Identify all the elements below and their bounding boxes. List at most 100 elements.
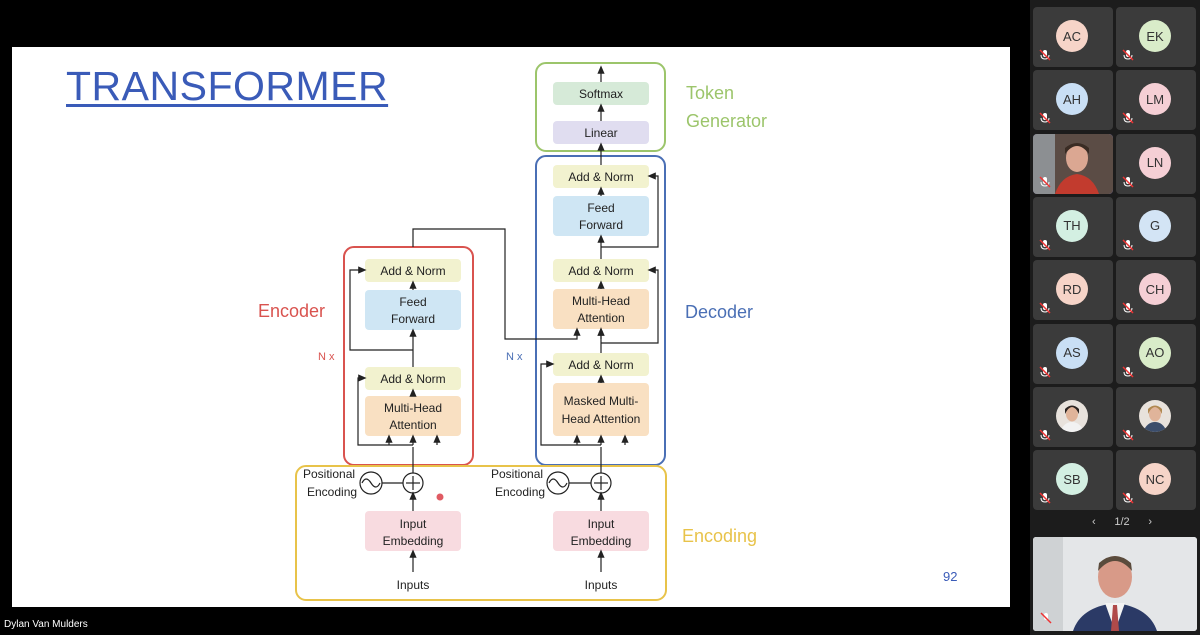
decoder-addnorm-mid <box>553 259 649 282</box>
avatar: AC <box>1056 20 1088 52</box>
participant-tile[interactable]: AO <box>1116 323 1196 384</box>
svg-text:Input: Input <box>400 517 427 531</box>
encoder-addnorm-low <box>365 367 461 390</box>
chevron-left-icon[interactable]: ‹ <box>1092 516 1096 528</box>
participant-tile[interactable]: TH <box>1033 196 1113 257</box>
participant-tile[interactable]: AH <box>1033 70 1113 131</box>
svg-text:Attention: Attention <box>389 418 436 432</box>
svg-text:Forward: Forward <box>391 312 435 326</box>
svg-text:Positional: Positional <box>491 467 543 481</box>
inputs-left: Inputs <box>397 578 430 592</box>
active-speaker-video[interactable] <box>1033 537 1197 631</box>
participant-tile[interactable]: EK <box>1116 7 1196 67</box>
avatar: EK <box>1139 20 1171 52</box>
chevron-right-icon[interactable]: › <box>1148 516 1152 528</box>
svg-text:Add & Norm: Add & Norm <box>568 358 633 372</box>
participant-tile[interactable]: NC <box>1116 450 1196 511</box>
participant-tile[interactable]: CH <box>1116 260 1196 321</box>
participant-tile[interactable] <box>1033 133 1113 194</box>
softmax-block <box>553 82 649 105</box>
encoding-box <box>295 465 667 601</box>
participant-tile[interactable]: G <box>1116 196 1196 257</box>
pager-label: 1/2 <box>1114 516 1130 528</box>
page-number: 92 <box>943 569 958 584</box>
svg-text:Input: Input <box>588 517 615 531</box>
input-embedding-left <box>365 511 461 551</box>
avatar: NC <box>1139 463 1171 496</box>
svg-text:Add & Norm: Add & Norm <box>380 372 445 386</box>
transformer-diagram: Softmax Linear Add & Norm Feed Forward A… <box>258 62 767 601</box>
svg-text:Feed: Feed <box>399 295 426 309</box>
encoder-label: Encoder <box>258 301 325 321</box>
token-generator-label-1: Token <box>686 83 734 103</box>
gallery-pager: ‹ 1/2 › <box>1092 514 1152 530</box>
mute-icon <box>1038 48 1052 62</box>
svg-text:Masked Multi-: Masked Multi- <box>564 394 639 408</box>
speaker-video-frame <box>1033 537 1197 631</box>
avatar: G <box>1139 209 1171 242</box>
participant-tile[interactable]: AC <box>1033 7 1113 67</box>
avatar: AH <box>1056 83 1088 116</box>
mute-icon <box>1121 238 1135 252</box>
participant-tile[interactable]: LN <box>1116 133 1196 194</box>
mute-icon <box>1038 365 1052 379</box>
input-embedding-right <box>553 511 649 551</box>
svg-text:Head Attention: Head Attention <box>562 412 641 426</box>
nx-left: N x <box>318 351 335 363</box>
encoder-feed-forward <box>365 290 461 330</box>
slide: TRANSFORMER Softmax Linear Add & Norm <box>12 47 1010 607</box>
mute-icon <box>1121 48 1135 62</box>
svg-text:Add & Norm: Add & Norm <box>380 264 445 278</box>
svg-text:Embedding: Embedding <box>571 534 632 548</box>
participant-tile[interactable] <box>1033 386 1113 447</box>
encoder-addnorm-top <box>365 259 461 282</box>
svg-text:Encoding: Encoding <box>307 485 357 499</box>
decoder-masked-attention <box>553 383 649 436</box>
participant-tile[interactable]: RD <box>1033 260 1113 321</box>
mute-icon <box>1038 175 1052 189</box>
mute-icon <box>1039 611 1053 625</box>
participant-tile[interactable] <box>1116 386 1196 447</box>
avatar: AO <box>1139 336 1171 369</box>
svg-text:Positional: Positional <box>303 467 355 481</box>
laser-pointer <box>436 493 444 501</box>
mute-icon <box>1121 428 1135 442</box>
mute-icon <box>1038 111 1052 125</box>
decoder-addnorm-top <box>553 165 649 188</box>
mute-icon <box>1121 111 1135 125</box>
token-generator-label-2: Generator <box>686 111 767 131</box>
avatar: AS <box>1056 336 1088 369</box>
participant-tile[interactable]: AS <box>1033 323 1113 384</box>
svg-text:Forward: Forward <box>579 218 623 232</box>
mute-icon <box>1121 301 1135 315</box>
svg-text:Attention: Attention <box>577 311 624 325</box>
avatar: RD <box>1056 273 1088 306</box>
svg-text:Multi-Head: Multi-Head <box>384 401 442 415</box>
svg-text:Embedding: Embedding <box>383 534 444 548</box>
participant-tile[interactable]: LM <box>1116 70 1196 131</box>
linear-block <box>553 121 649 144</box>
participant-photo <box>1139 399 1171 432</box>
svg-text:Feed: Feed <box>587 201 614 215</box>
linear-label: Linear <box>584 126 617 140</box>
svg-text:Multi-Head: Multi-Head <box>572 294 630 308</box>
speaker-name: Dylan Van Mulders <box>4 619 88 630</box>
slide-title: TRANSFORMER <box>66 63 389 109</box>
participant-tile[interactable]: SB <box>1033 450 1113 511</box>
avatar: LM <box>1139 83 1171 116</box>
softmax-label: Softmax <box>579 87 623 101</box>
avatar: SB <box>1056 463 1088 496</box>
mute-icon <box>1121 175 1135 189</box>
encoder-multihead-attention <box>365 396 461 436</box>
mute-icon <box>1038 491 1052 505</box>
avatar: CH <box>1139 273 1171 306</box>
encoding-label: Encoding <box>682 526 757 546</box>
decoder-addnorm-low <box>553 353 649 376</box>
mute-icon <box>1038 238 1052 252</box>
nx-right: N x <box>506 351 523 363</box>
mute-icon <box>1038 428 1052 442</box>
decoder-multihead-attention <box>553 289 649 329</box>
presentation-stage: TRANSFORMER Softmax Linear Add & Norm <box>4 47 1010 630</box>
avatar: TH <box>1056 209 1088 242</box>
mute-icon <box>1121 491 1135 505</box>
